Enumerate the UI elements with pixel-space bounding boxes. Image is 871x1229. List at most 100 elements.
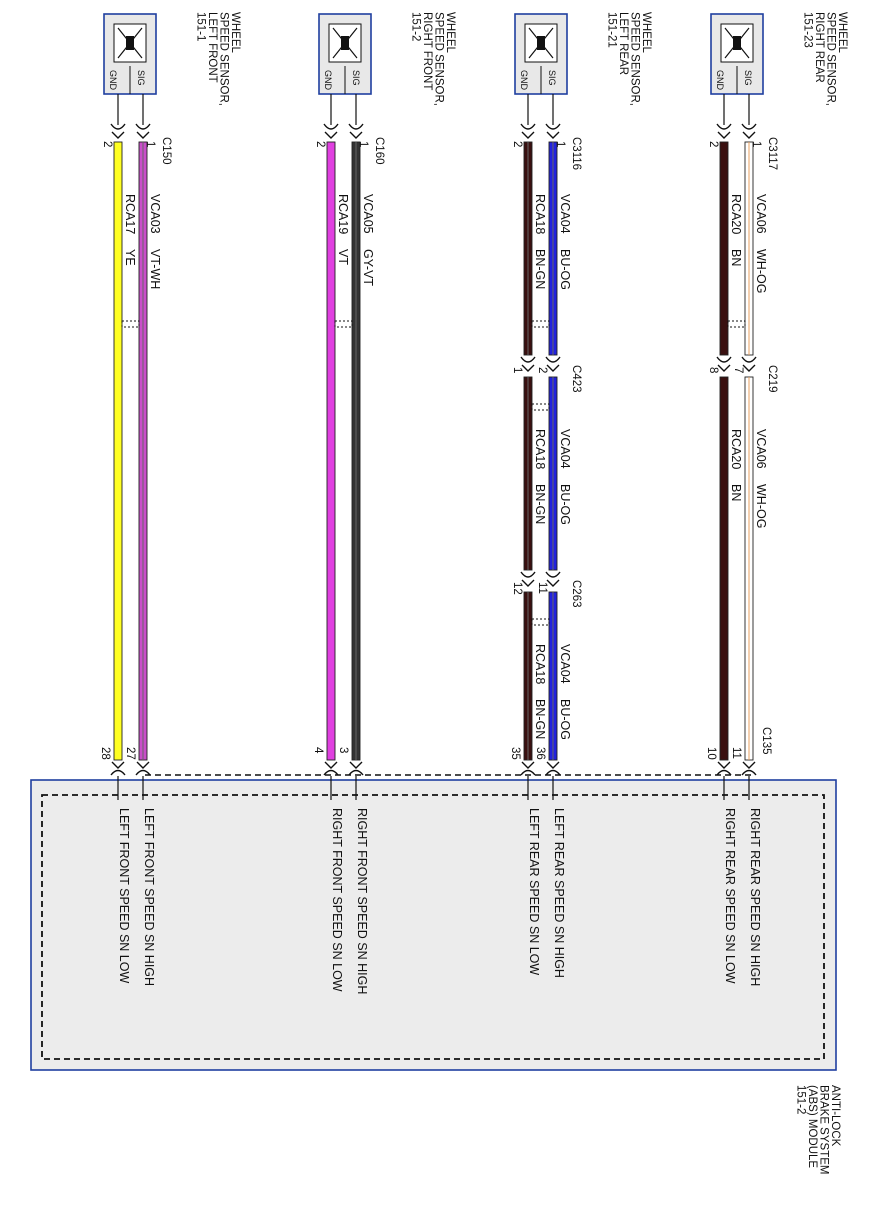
connector-arrow-icon	[521, 131, 535, 139]
module-function-label: LEFT FRONT SPEED SN HIGH	[142, 808, 156, 986]
module-pin-arrow-icon	[717, 761, 731, 769]
abs-module-inner-boundary	[41, 794, 825, 1060]
inline-connector-chevron-icon	[545, 356, 561, 363]
wire-twist-mark	[531, 403, 550, 411]
inline-connector-chevron-icon	[520, 356, 536, 363]
sensor-gnd-label: GND	[323, 70, 333, 91]
sensor-sig-label: SIG	[743, 70, 753, 86]
color-code-label: BN-GN	[533, 484, 547, 524]
sensor-name-line: WHEEL	[640, 12, 652, 54]
wire-twist-mark	[727, 320, 746, 328]
connector-chevron-icon	[741, 123, 757, 130]
connector-chevron-icon	[323, 123, 339, 130]
module-pin-chevron-icon	[741, 769, 757, 776]
sensor-name-line: WHEEL	[836, 12, 848, 54]
module-pin-number: 10	[705, 747, 717, 760]
module-function-label: RIGHT FRONT SPEED SN LOW	[330, 808, 344, 992]
sensor-name-line: SPEED SENSOR,	[629, 12, 641, 106]
sensor-name-line: RIGHT REAR	[813, 12, 825, 83]
connector-arrow-icon	[324, 131, 338, 139]
sensor-sig-label: SIG	[136, 70, 146, 86]
circuit-label: VCA05	[361, 194, 375, 234]
sensor-name-line: WHEEL	[229, 12, 241, 54]
wire-VCA06	[744, 141, 754, 356]
sensor-name-line: 151-2	[410, 12, 422, 41]
module-pin-chevron-icon	[348, 769, 364, 776]
circuit-label: RCA18	[533, 429, 547, 469]
wire-twist-mark	[334, 320, 353, 328]
connector-arrow-icon	[136, 131, 150, 139]
wire-twist-mark	[531, 618, 550, 626]
inline-connector-label: C423	[570, 365, 582, 393]
sensor-connector-label: C3117	[766, 137, 778, 170]
circuit-label: RCA19	[336, 194, 350, 234]
wire-VCA04	[548, 376, 558, 571]
inline-connector-label: C219	[766, 365, 778, 393]
sensor-connector-label: C3116	[570, 137, 582, 170]
sensor-core-icon	[341, 36, 349, 50]
module-pin-chevron-icon	[520, 769, 536, 776]
circuit-label: VCA04	[558, 429, 572, 469]
sensor-name-line: WHEEL	[444, 12, 456, 54]
connector-arrow-icon	[349, 131, 363, 139]
color-code-label: BU-OG	[558, 249, 572, 290]
inline-connector-arrow-icon	[717, 364, 731, 372]
module-pin-chevron-icon	[545, 769, 561, 776]
color-code-label: BU-OG	[558, 699, 572, 740]
inline-connector-chevron-icon	[545, 571, 561, 578]
sensor-pin-number: 2	[314, 141, 326, 147]
sensor-pin-number: 1	[357, 141, 369, 147]
wire-VCA04	[548, 591, 558, 761]
circuit-label: VCA04	[558, 644, 572, 684]
wire-RCA17	[113, 141, 123, 761]
sensor-pin-number: 2	[511, 141, 523, 147]
color-code-label: WH-OG	[754, 484, 768, 528]
module-pin-number: 28	[99, 747, 111, 760]
circuit-label: RCA18	[533, 194, 547, 234]
inline-connector-arrow-icon	[521, 364, 535, 372]
module-function-label: RIGHT REAR SPEED SN LOW	[723, 808, 737, 984]
inline-connector-arrow-icon	[521, 579, 535, 587]
connector-chevron-icon	[348, 123, 364, 130]
connector-chevron-icon	[520, 123, 536, 130]
connector-arrow-icon	[742, 131, 756, 139]
sensor-name-line: 151-21	[606, 12, 618, 48]
module-pin-arrow-icon	[111, 761, 125, 769]
sensor-connector-label: C150	[160, 137, 172, 165]
circuit-label: VCA04	[558, 194, 572, 234]
circuit-label: RCA17	[123, 194, 137, 234]
wire-body	[719, 376, 729, 761]
sensor-name-line: LEFT FRONT	[206, 12, 218, 83]
sensor-pin-number: 1	[554, 141, 566, 147]
module-pin-arrow-icon	[521, 761, 535, 769]
module-pin-number: 36	[534, 747, 546, 760]
connector-arrow-icon	[717, 131, 731, 139]
sensor-pin-number: 2	[101, 141, 113, 147]
inline-connector-chevron-icon	[741, 356, 757, 363]
color-code-label: BU-OG	[558, 484, 572, 525]
circuit-label: VCA03	[148, 194, 162, 234]
circuit-label: RCA18	[533, 644, 547, 684]
module-pin-arrow-icon	[742, 761, 756, 769]
color-code-label: GY-VT	[361, 249, 375, 286]
module-pin-arrow-icon	[324, 761, 338, 769]
module-pin-number: 11	[730, 747, 742, 759]
sensor-name-line: LEFT REAR	[617, 12, 629, 75]
sensor-name-line: 151-1	[195, 12, 207, 41]
wire-body	[719, 141, 729, 356]
connector-arrow-icon	[546, 131, 560, 139]
module-pin-chevron-icon	[110, 769, 126, 776]
wire-RCA18	[523, 376, 533, 571]
sensor-sig-label: SIG	[351, 70, 361, 86]
wire-body	[113, 141, 123, 761]
module-pin-number: 4	[312, 747, 324, 754]
color-code-label: VT-WH	[148, 249, 162, 289]
sensor-name-line: 151-23	[802, 12, 814, 48]
connector-chevron-icon	[545, 123, 561, 130]
color-code-label: BN-GN	[533, 249, 547, 289]
module-pin-number: 3	[337, 747, 349, 753]
sensor-pin-number: 2	[707, 141, 719, 147]
